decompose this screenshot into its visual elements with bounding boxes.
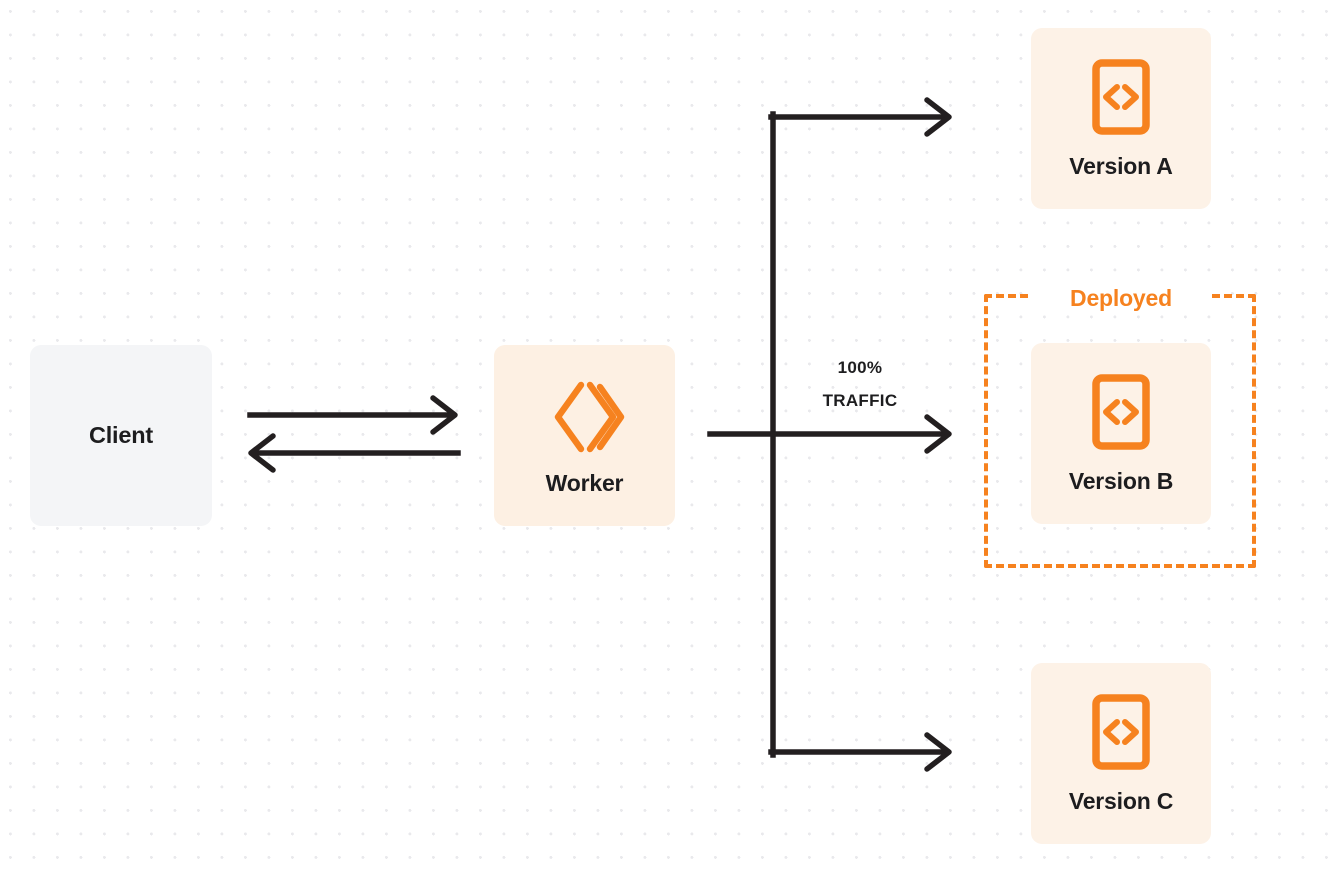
node-client[interactable]: Client [30, 345, 212, 526]
code-file-icon [1092, 59, 1150, 135]
code-file-icon [1092, 694, 1150, 770]
node-version-c[interactable]: Version C [1031, 663, 1211, 844]
node-client-label: Client [88, 421, 154, 448]
arrow-worker-to-version-b [707, 414, 952, 454]
node-worker[interactable]: Worker [494, 345, 675, 526]
arrow-worker-to-client [248, 433, 461, 473]
arrow-client-to-worker [247, 395, 458, 435]
deployed-group-label: Deployed [1031, 285, 1211, 312]
arrow-worker-to-version-c [768, 732, 952, 772]
traffic-percent: 100% [837, 358, 883, 377]
code-file-icon [1092, 374, 1150, 450]
traffic-label: 100% TRAFFIC [780, 351, 940, 417]
node-worker-label: Worker [545, 470, 624, 496]
arrow-worker-to-version-a [768, 97, 952, 137]
traffic-unit: TRAFFIC [822, 391, 898, 410]
node-version-a[interactable]: Version A [1031, 28, 1211, 209]
cloudflare-workers-logo-icon [544, 376, 626, 458]
node-version-b-label: Version B [1068, 468, 1174, 494]
node-version-a-label: Version A [1069, 153, 1173, 179]
node-version-b[interactable]: Version B [1031, 343, 1211, 524]
node-version-c-label: Version C [1068, 788, 1174, 814]
